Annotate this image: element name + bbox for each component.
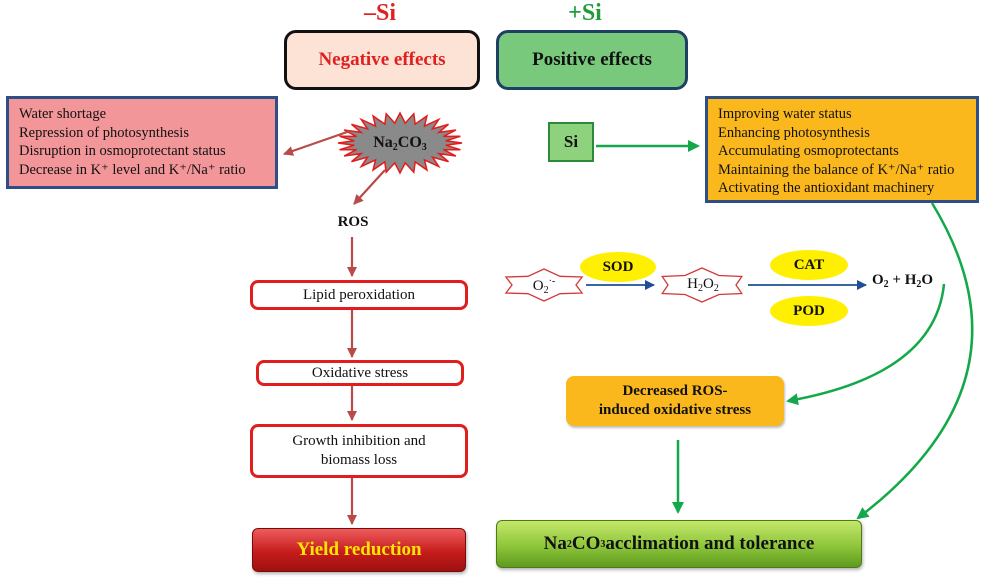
- positive-item-3: Accumulating osmoprotectants: [718, 143, 899, 160]
- cat-enzyme-ellipse: CAT: [770, 250, 848, 280]
- decreased-ros-line-2: induced oxidative stress: [598, 402, 752, 418]
- positive-effects-list: Improving water status Enhancing photosy…: [705, 96, 979, 203]
- superoxide-label: O2·-: [532, 276, 556, 296]
- plus-si-label: +Si: [568, 0, 602, 26]
- si-box: Si: [548, 122, 594, 162]
- positive-item-4: Maintaining the balance of K⁺/Na⁺ ratio: [718, 161, 955, 178]
- arrow-na2co3-to-negative-list: [283, 129, 351, 156]
- decreased-ros-line-1: Decreased ROS-: [622, 383, 728, 399]
- negative-effects-list: Water shortage Repression of photosynthe…: [6, 96, 278, 189]
- arrow-positive-list-to-acclimation: [856, 202, 974, 520]
- growth-inhibition-line-2: biomass loss: [320, 452, 398, 468]
- negative-effects-box: Negative effects: [284, 30, 480, 90]
- yield-reduction-box: Yield reduction: [252, 528, 466, 572]
- positive-effects-box: Positive effects: [496, 30, 688, 90]
- negative-item-4: Decrease in K⁺ level and K⁺/Na⁺ ratio: [19, 161, 246, 178]
- negative-item-3: Disruption in osmoprotectant status: [19, 143, 226, 160]
- pod-enzyme-ellipse: POD: [770, 296, 848, 326]
- negative-item-2: Repression of photosynthesis: [19, 124, 189, 141]
- positive-item-5: Activating the antioxidant machinery: [718, 180, 935, 197]
- decreased-ros-box: Decreased ROS- induced oxidative stress: [566, 376, 784, 426]
- o2-h2o-products-label: O2 + H2O: [872, 272, 934, 290]
- growth-inhibition-box: Growth inhibition and biomass loss: [250, 424, 468, 478]
- negative-item-1: Water shortage: [19, 106, 106, 122]
- superoxide-star-shape: [504, 268, 584, 302]
- positive-item-2: Enhancing photosynthesis: [718, 124, 870, 141]
- minus-si-label: –Si: [363, 0, 396, 26]
- arrow-na2co3-to-ros: [353, 169, 386, 205]
- na2co3-label: Na2CO3: [373, 134, 427, 153]
- ros-label: ROS: [337, 214, 369, 230]
- arrow-products-to-decreased: [786, 283, 946, 406]
- growth-inhibition-line-1: Growth inhibition and: [292, 433, 426, 449]
- lipid-peroxidation-box: Lipid peroxidation: [250, 280, 468, 310]
- h2o2-label: H2O2: [687, 276, 719, 294]
- sod-enzyme-ellipse: SOD: [580, 252, 656, 282]
- h2o2-star-shape: [661, 267, 743, 303]
- oxidative-stress-box: Oxidative stress: [256, 360, 464, 386]
- positive-item-1: Improving water status: [718, 106, 852, 122]
- na2co3-starburst-shape: [337, 111, 463, 175]
